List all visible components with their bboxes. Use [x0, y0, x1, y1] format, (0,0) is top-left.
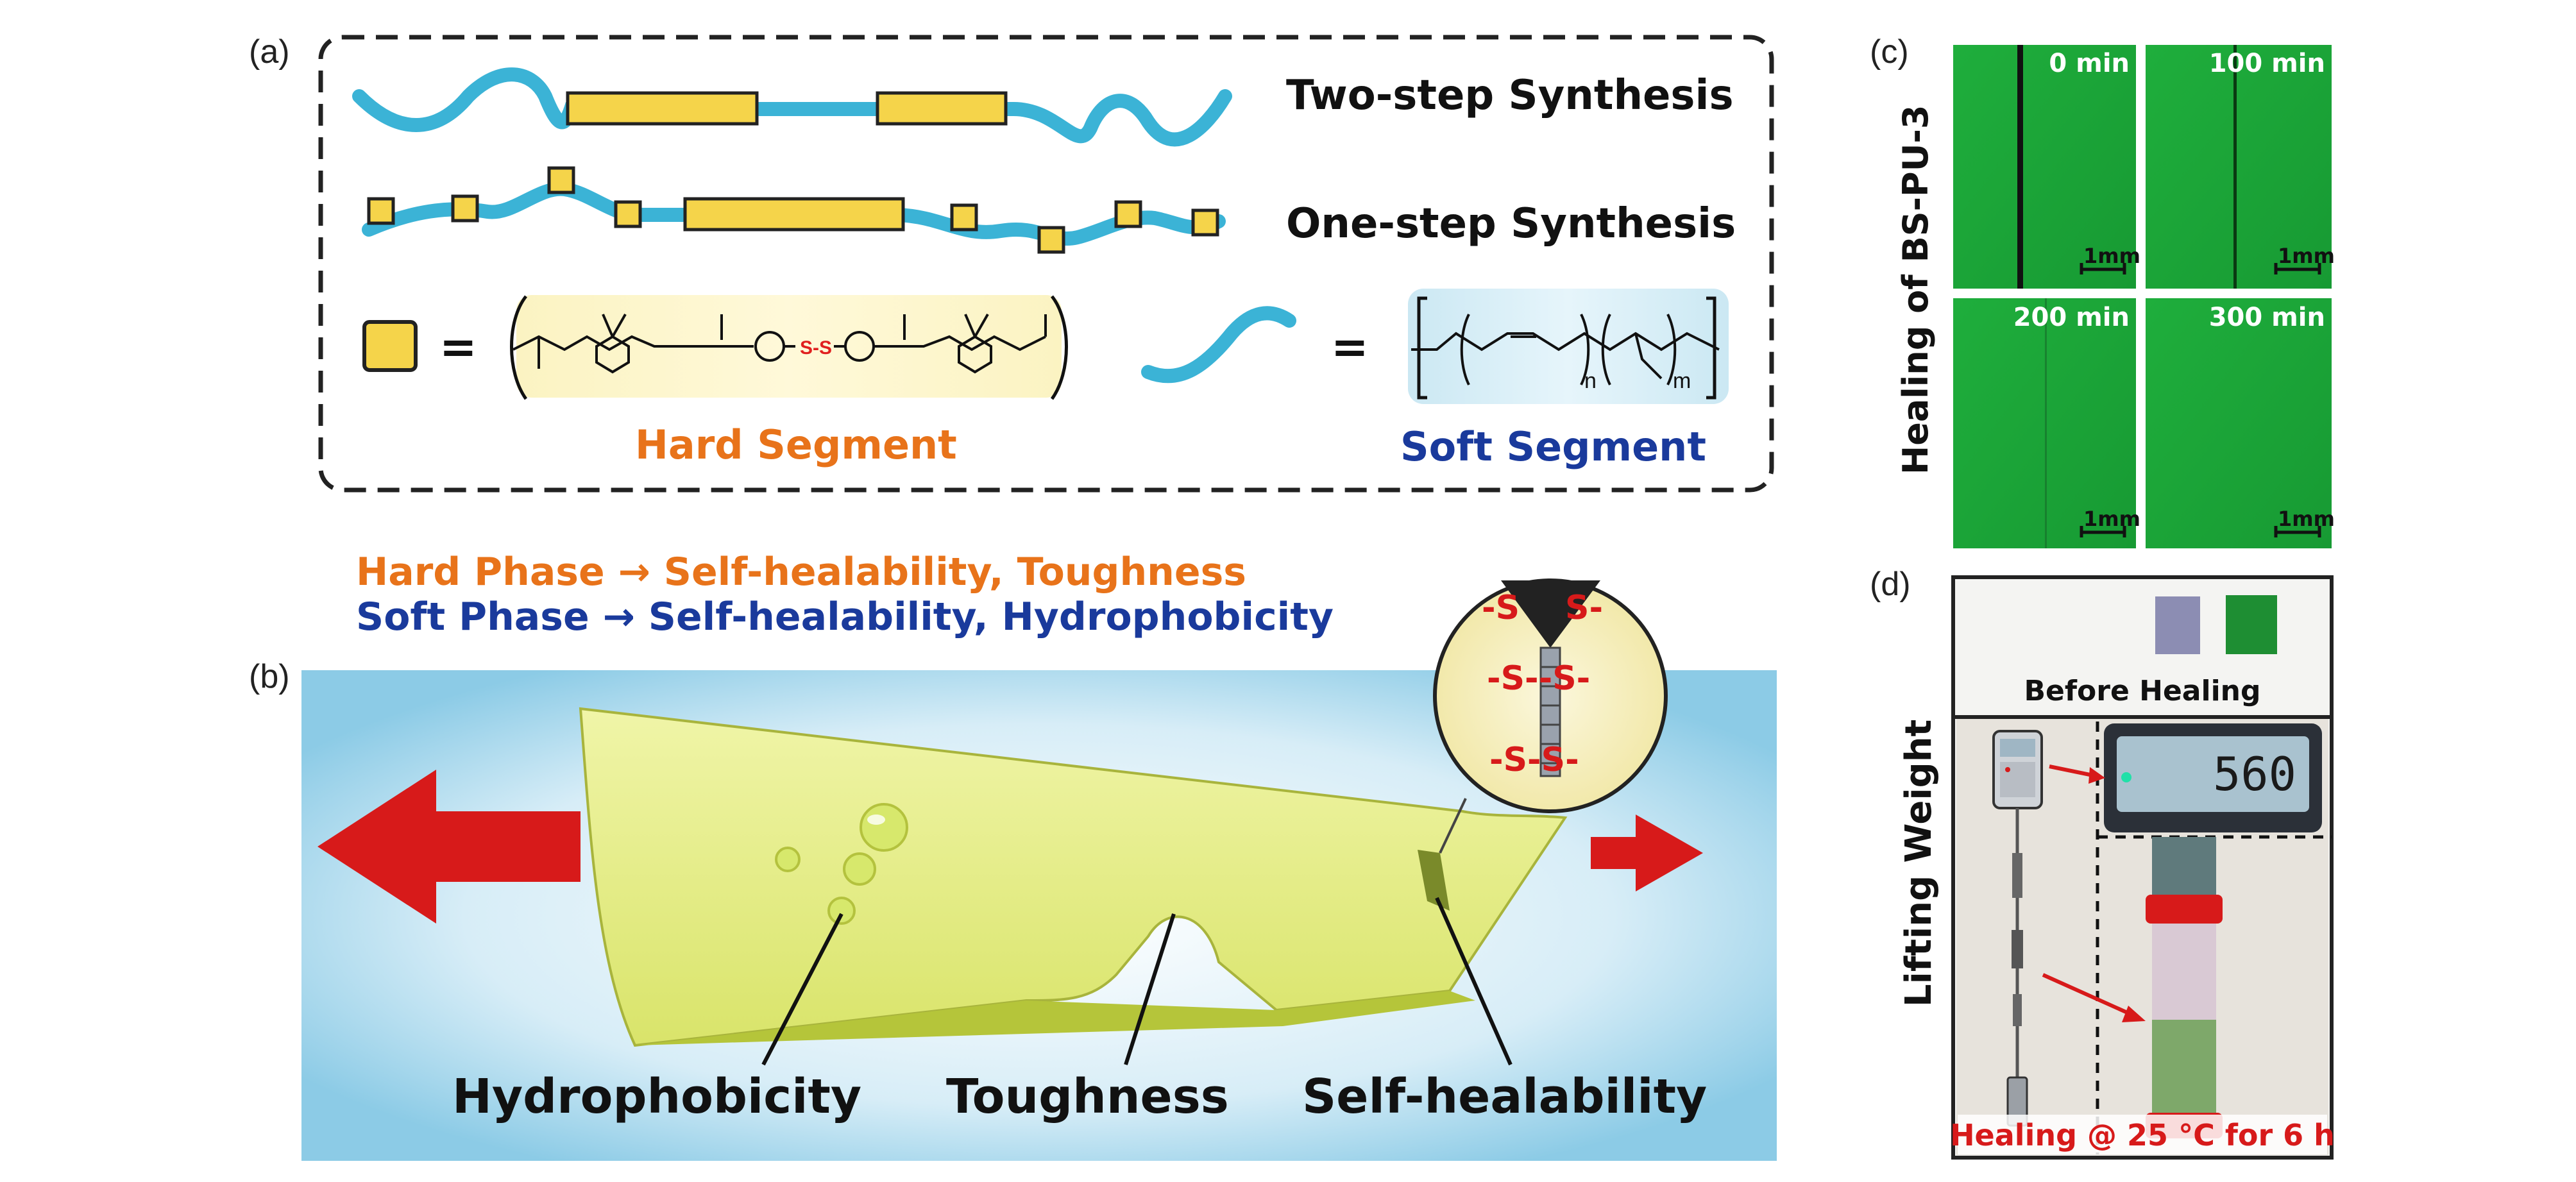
healing-tile-1 [2146, 45, 2332, 289]
panel-b-label: (b) [249, 658, 290, 695]
zoom-connector [1439, 798, 1467, 854]
toughness-leader [1124, 913, 1176, 1065]
healing-tile-3 [2146, 298, 2332, 548]
toughness-label: Toughness [946, 1069, 1229, 1124]
arrow-to-sample-head [2122, 1006, 2146, 1022]
two-step-soft-chain [352, 67, 1232, 147]
film-crack [1418, 850, 1450, 911]
arrow-to-display [2049, 764, 2097, 778]
tile-time-0: 0 min [2049, 49, 2130, 78]
one-step-synthesis-label: One-step Synthesis [1286, 200, 1736, 248]
panel-d-side-label: Lifting Weight [1898, 720, 1940, 1007]
soft-segment-label: Soft Segment [1400, 423, 1706, 470]
hard-equals-sign: = [439, 321, 477, 373]
healing-caption: Healing @ 25 °C for 6 h [1950, 1118, 2335, 1152]
panel-c-side-label: Healing of BS-PU-3 [1895, 105, 1936, 475]
tile-scale-1: 1mm [2278, 244, 2335, 268]
healing-tile-0 [1953, 45, 2136, 289]
two-step-synthesis-label: Two-step Synthesis [1286, 72, 1734, 119]
healed-sample-bottom [2152, 1020, 2216, 1116]
one-step-hard-block [683, 197, 905, 232]
arrow-to-sample [2042, 973, 2137, 1018]
zipper-bond-right: S- [1565, 589, 1603, 627]
soft-equals-sign: = [1331, 321, 1369, 373]
healed-sample-top [2152, 924, 2216, 1020]
disulfide-bond-text: S-S [800, 337, 832, 359]
zipper-teeth [1539, 646, 1561, 777]
two-step-hard-block-2 [876, 91, 1008, 126]
self-healability-leader [1435, 897, 1513, 1066]
right-pull-arrow [1591, 815, 1703, 891]
panel-d-label: (d) [1870, 566, 1911, 603]
soft-subscript-n: n [1584, 369, 1597, 393]
panel-a-label: (a) [249, 33, 290, 71]
panel-c-label: (c) [1870, 33, 1909, 71]
healing-caption-bg [1958, 1115, 2327, 1154]
hard-segment-structure [510, 295, 1068, 400]
soft-subscript-m: m [1673, 369, 1691, 393]
sample-before-2 [2226, 595, 2277, 654]
tile-time-1: 100 min [2209, 49, 2325, 78]
polymer-film [579, 707, 1568, 1047]
before-healing-label: Before Healing [2024, 675, 2261, 707]
soft-phase-line: Soft Phase → Self-healability, Hydrophob… [356, 595, 1334, 639]
hard-unit-legend-block [362, 320, 418, 372]
tile-time-3: 300 min [2209, 303, 2325, 332]
soft-segment-structure-bg [1408, 289, 1729, 404]
soft-unit-legend-chain [1141, 306, 1296, 384]
hard-segment-label: Hard Segment [635, 421, 957, 468]
healing-tile-2 [1953, 298, 2136, 548]
tile-scale-0: 1mm [2083, 244, 2140, 268]
zipper-opening [1501, 580, 1600, 648]
hanging-scale [1992, 730, 2043, 1127]
film-edge [635, 991, 1475, 1045]
left-pull-arrow [318, 770, 580, 924]
hard-phase-line: Hard Phase → Self-healability, Toughness [356, 550, 1246, 595]
sample-before-1 [2155, 596, 2200, 654]
tile-scale-3: 1mm [2278, 507, 2335, 531]
scale-reading: 560 [2213, 747, 2296, 801]
zipper-bond-left: -S [1482, 589, 1520, 627]
tile-scale-2: 1mm [2083, 507, 2140, 531]
panel-a-dashed-frame [318, 35, 1774, 493]
one-step-hard-units [367, 166, 1219, 254]
water-droplets [775, 803, 908, 925]
self-healability-label: Self-healability [1302, 1069, 1707, 1124]
clamp-top [2146, 895, 2223, 924]
zipper-bond-middle: -S--S- [1487, 659, 1590, 698]
hydrophobicity-label: Hydrophobicity [452, 1069, 861, 1124]
soft-segment-structure [1411, 296, 1720, 400]
arrow-to-display-head [2089, 767, 2105, 784]
tile-time-2: 200 min [2013, 303, 2130, 332]
two-step-hard-block-1 [566, 91, 759, 126]
zipper-bond-bottom: -S-S- [1489, 741, 1579, 779]
scale-display-screen [2117, 736, 2309, 812]
hydrophobicity-leader [761, 913, 843, 1066]
scale-indicator-light [2121, 772, 2131, 782]
